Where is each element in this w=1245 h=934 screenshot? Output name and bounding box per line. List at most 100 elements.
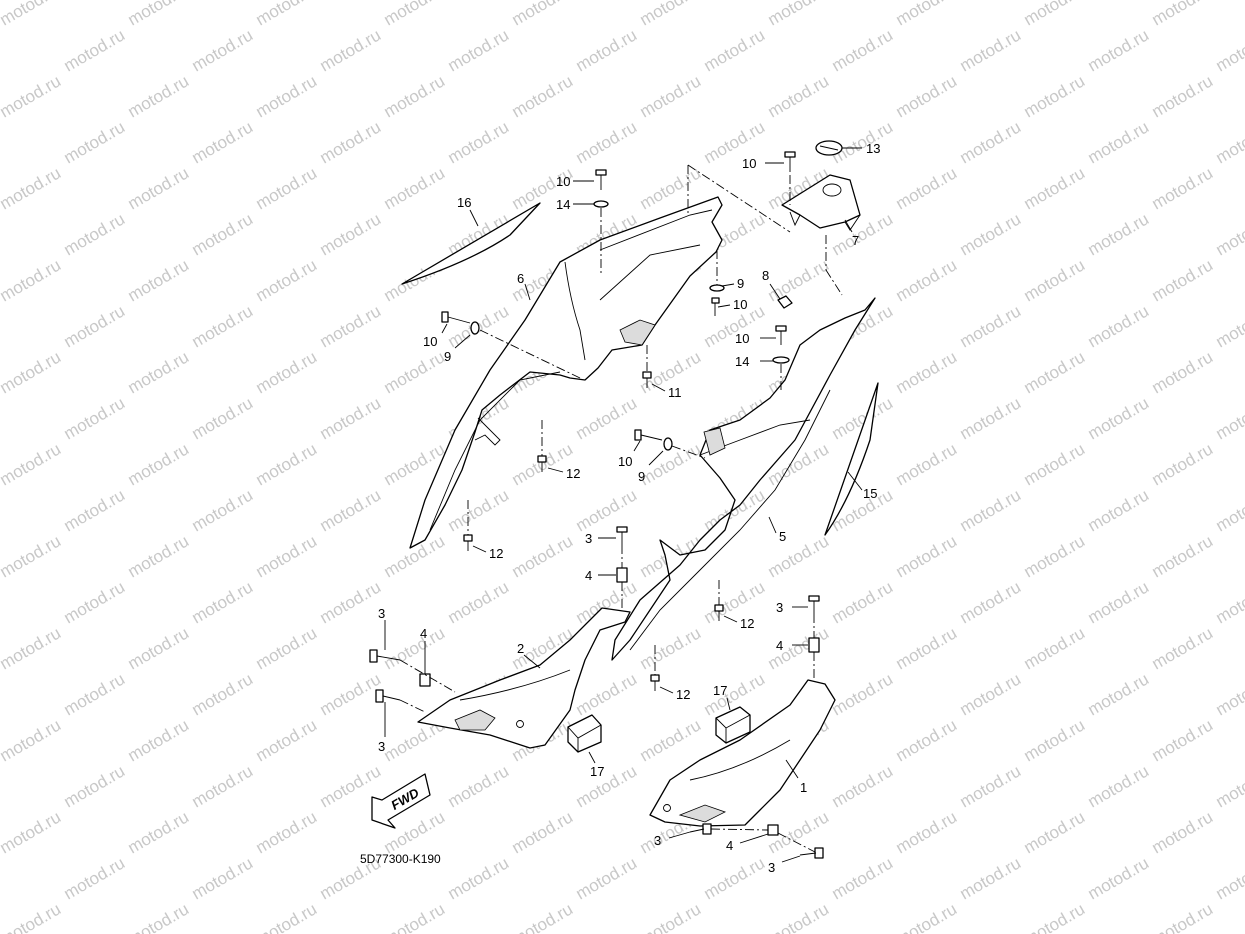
callout-3: 3 xyxy=(654,833,661,848)
watermark-text: motod.ru xyxy=(1149,71,1217,121)
watermark-text: motod.ru xyxy=(637,0,705,29)
watermark-text: motod.ru xyxy=(829,853,897,903)
watermark-text: motod.ru xyxy=(125,623,193,673)
watermark-text: motod.ru xyxy=(893,163,961,213)
watermark-text: motod.ru xyxy=(637,623,705,673)
watermark-text: motod.ru xyxy=(829,25,897,75)
watermark-text: motod.ru xyxy=(381,71,449,121)
watermark-text: motod.ru xyxy=(445,117,513,167)
watermark-text: motod.ru xyxy=(125,163,193,213)
watermark-text: motod.ru xyxy=(957,25,1025,75)
watermark-text: motod.ru xyxy=(1021,439,1089,489)
watermark-text: motod.ru xyxy=(0,807,64,857)
watermark-text: motod.ru xyxy=(1021,623,1089,673)
watermark-text: motod.ru xyxy=(317,669,385,719)
watermark-text: motod.ru xyxy=(957,485,1025,535)
callout-12: 12 xyxy=(489,546,503,561)
watermark-text: motod.ru xyxy=(125,255,193,305)
watermark-text: motod.ru xyxy=(1085,853,1153,903)
watermark-text: motod.ru xyxy=(1021,163,1089,213)
watermark-text: motod.ru xyxy=(637,715,705,765)
watermark-text: motod.ru xyxy=(0,255,64,305)
watermark-text: motod.ru xyxy=(1085,209,1153,259)
callout-4: 4 xyxy=(420,626,427,641)
watermark-text: motod.ru xyxy=(189,209,257,259)
watermark-text: motod.ru xyxy=(1213,669,1245,719)
watermark-text: motod.ru xyxy=(893,0,961,29)
watermark-text: motod.ru xyxy=(317,577,385,627)
watermark-text: motod.ru xyxy=(1085,761,1153,811)
watermark-text: motod.ru xyxy=(1213,761,1245,811)
callout-3: 3 xyxy=(378,606,385,621)
watermark-text: motod.ru xyxy=(61,577,129,627)
watermark-text: motod.ru xyxy=(957,761,1025,811)
callout-11: 11 xyxy=(668,385,682,400)
watermark-text: motod.ru xyxy=(253,347,321,397)
callout-7: 7 xyxy=(852,233,859,248)
watermark-text: motod.ru xyxy=(189,669,257,719)
watermark-text: motod.ru xyxy=(445,853,513,903)
watermark-text: motod.ru xyxy=(1213,209,1245,259)
watermark-text: motod.ru xyxy=(573,669,641,719)
watermark-text: motod.ru xyxy=(637,899,705,934)
callout-3: 3 xyxy=(768,860,775,875)
watermark-text: motod.ru xyxy=(1149,531,1217,581)
watermark-text: motod.ru xyxy=(1085,485,1153,535)
watermark-text: motod.ru xyxy=(0,71,64,121)
watermark-text: motod.ru xyxy=(381,0,449,29)
watermark-text: motod.ru xyxy=(445,25,513,75)
watermark-text: motod.ru xyxy=(509,807,577,857)
watermark-text: motod.ru xyxy=(1085,117,1153,167)
lower-cover-2 xyxy=(417,607,631,749)
watermark-text: motod.ru xyxy=(1149,163,1217,213)
watermark-text: motod.ru xyxy=(1149,623,1217,673)
watermark-text: motod.ru xyxy=(893,255,961,305)
watermark-text: motod.ru xyxy=(893,807,961,857)
watermark-text: motod.ru xyxy=(0,347,64,397)
watermark-text: motod.ru xyxy=(893,531,961,581)
watermark-text: motod.ru xyxy=(61,25,129,75)
callout-layer: 10 14 10 13 7 8 9 10 10 14 16 6 10 9 11 … xyxy=(378,141,880,875)
callout-10: 10 xyxy=(742,156,756,171)
watermark-text: motod.ru xyxy=(1149,439,1217,489)
callout-4: 4 xyxy=(726,838,733,853)
watermark-text: motod.ru xyxy=(61,301,129,351)
watermark-text: motod.ru xyxy=(1149,0,1217,29)
watermark-text: motod.ru xyxy=(253,163,321,213)
watermark-text: motod.ru xyxy=(0,899,64,934)
watermark-text: motod.ru xyxy=(125,531,193,581)
callout-4: 4 xyxy=(585,568,592,583)
callout-9: 9 xyxy=(638,469,645,484)
watermark-text: motod.ru xyxy=(1021,255,1089,305)
watermark-text: motod.ru xyxy=(0,623,64,673)
callout-9: 9 xyxy=(444,349,451,364)
callout-17: 17 xyxy=(590,764,604,779)
watermark-text: motod.ru xyxy=(61,393,129,443)
watermark-text: motod.ru xyxy=(253,715,321,765)
watermark-text: motod.ru xyxy=(573,25,641,75)
watermark-text: motod.ru xyxy=(509,531,577,581)
watermark-text: motod.ru xyxy=(637,71,705,121)
callout-3: 3 xyxy=(776,600,783,615)
side-cover-5 xyxy=(611,297,876,661)
watermark-text: motod.ru xyxy=(189,761,257,811)
watermark-text: motod.ru xyxy=(1085,301,1153,351)
watermark-text: motod.ru xyxy=(701,577,769,627)
watermark-text: motod.ru xyxy=(1085,25,1153,75)
watermark-text: motod.ru xyxy=(125,0,193,29)
watermark-text: motod.ru xyxy=(125,715,193,765)
watermark-text: motod.ru xyxy=(189,117,257,167)
callout-10: 10 xyxy=(735,331,749,346)
watermark-text: motod.ru xyxy=(125,347,193,397)
callout-3: 3 xyxy=(378,739,385,754)
watermark-text: motod.ru xyxy=(317,25,385,75)
watermark-text: motod.ru xyxy=(957,393,1025,443)
watermark-text: motod.ru xyxy=(253,439,321,489)
callout-13: 13 xyxy=(866,141,880,156)
watermark-text: motod.ru xyxy=(445,577,513,627)
watermark-text: motod.ru xyxy=(381,163,449,213)
watermark-text: motod.ru xyxy=(253,623,321,673)
watermark-text: motod.ru xyxy=(957,117,1025,167)
watermark-text: motod.ru xyxy=(1213,393,1245,443)
